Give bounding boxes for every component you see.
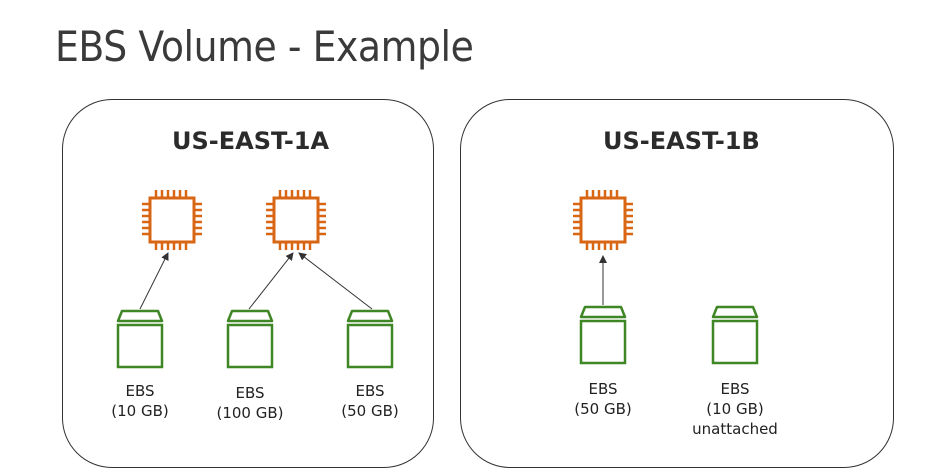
volume-name: EBS xyxy=(355,382,385,400)
ebs-volume-icon xyxy=(711,305,759,365)
volume-label: EBS (10 GB) xyxy=(80,381,200,421)
volume-name: EBS xyxy=(125,382,155,400)
volume-size: (50 GB) xyxy=(341,402,399,420)
volume-label: EBS (10 GB) unattached xyxy=(675,379,795,439)
availability-zone-us-east-1b xyxy=(460,99,894,468)
volume-label: EBS (50 GB) xyxy=(543,379,663,419)
zone-title-us-east-1b: US-EAST-1B xyxy=(603,127,760,155)
volume-name: EBS xyxy=(720,380,750,398)
attachment-arrow xyxy=(248,252,294,310)
volume-name: EBS xyxy=(235,384,265,402)
volume-status: unattached xyxy=(692,420,778,438)
availability-zone-us-east-1a xyxy=(62,99,434,468)
volume-name: EBS xyxy=(588,380,618,398)
ebs-volume-icon xyxy=(579,305,627,365)
attachment-arrow xyxy=(298,252,373,310)
ec2-instance-icon xyxy=(264,188,328,252)
zone-title-us-east-1a: US-EAST-1A xyxy=(172,127,330,155)
ebs-volume-icon xyxy=(226,309,274,369)
ebs-volume-icon xyxy=(116,309,164,369)
volume-size: (10 GB) xyxy=(706,400,764,418)
attachment-arrow xyxy=(139,252,169,310)
volume-label: EBS (50 GB) xyxy=(310,381,430,421)
ec2-instance-icon xyxy=(571,188,635,252)
ebs-volume-icon xyxy=(346,309,394,369)
volume-size: (100 GB) xyxy=(216,404,284,422)
volume-label: EBS (100 GB) xyxy=(190,383,310,423)
page-title: EBS Volume - Example xyxy=(55,22,474,71)
volume-size: (10 GB) xyxy=(111,402,169,420)
volume-size: (50 GB) xyxy=(574,400,632,418)
ec2-instance-icon xyxy=(140,188,204,252)
